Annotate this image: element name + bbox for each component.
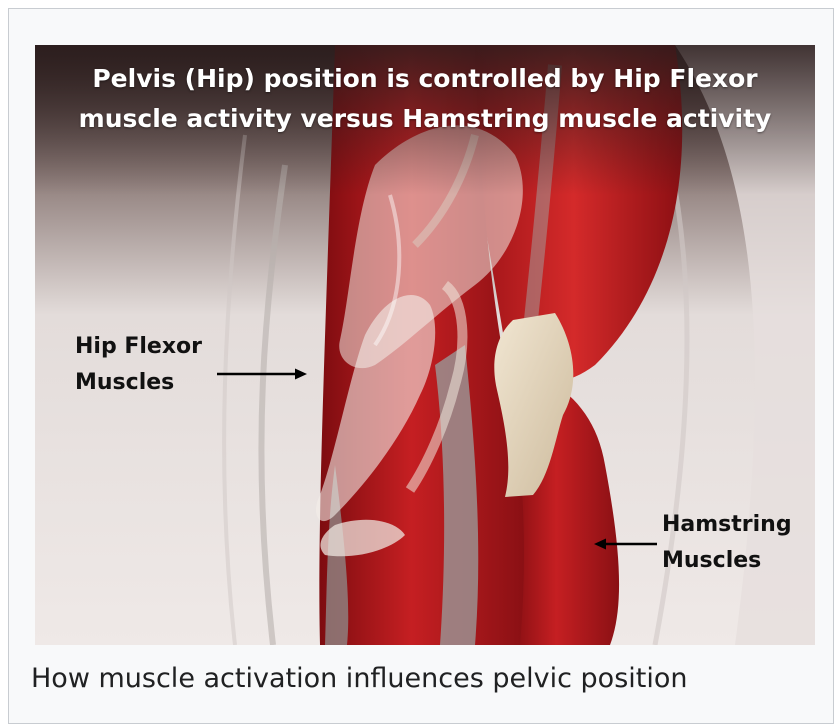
hip-flexor-label: Hip Flexor Muscles xyxy=(75,329,202,401)
image-caption: How muscle activation influences pelvic … xyxy=(31,659,821,699)
hamstring-label-line: Hamstring xyxy=(662,507,792,543)
hip-flexor-label-line: Hip Flexor xyxy=(75,329,202,365)
anatomy-illustration: Pelvis (Hip) position is controlled by H… xyxy=(35,45,815,645)
figure-title: Pelvis (Hip) position is controlled by H… xyxy=(35,59,815,139)
hamstring-label: Hamstring Muscles xyxy=(662,507,792,579)
image-frame: Pelvis (Hip) position is controlled by H… xyxy=(8,8,834,724)
hip-flexor-label-line: Muscles xyxy=(75,365,202,401)
figure-title-line: Pelvis (Hip) position is controlled by H… xyxy=(35,59,815,99)
hamstring-label-line: Muscles xyxy=(662,543,792,579)
figure-title-line: muscle activity versus Hamstring muscle … xyxy=(35,99,815,139)
